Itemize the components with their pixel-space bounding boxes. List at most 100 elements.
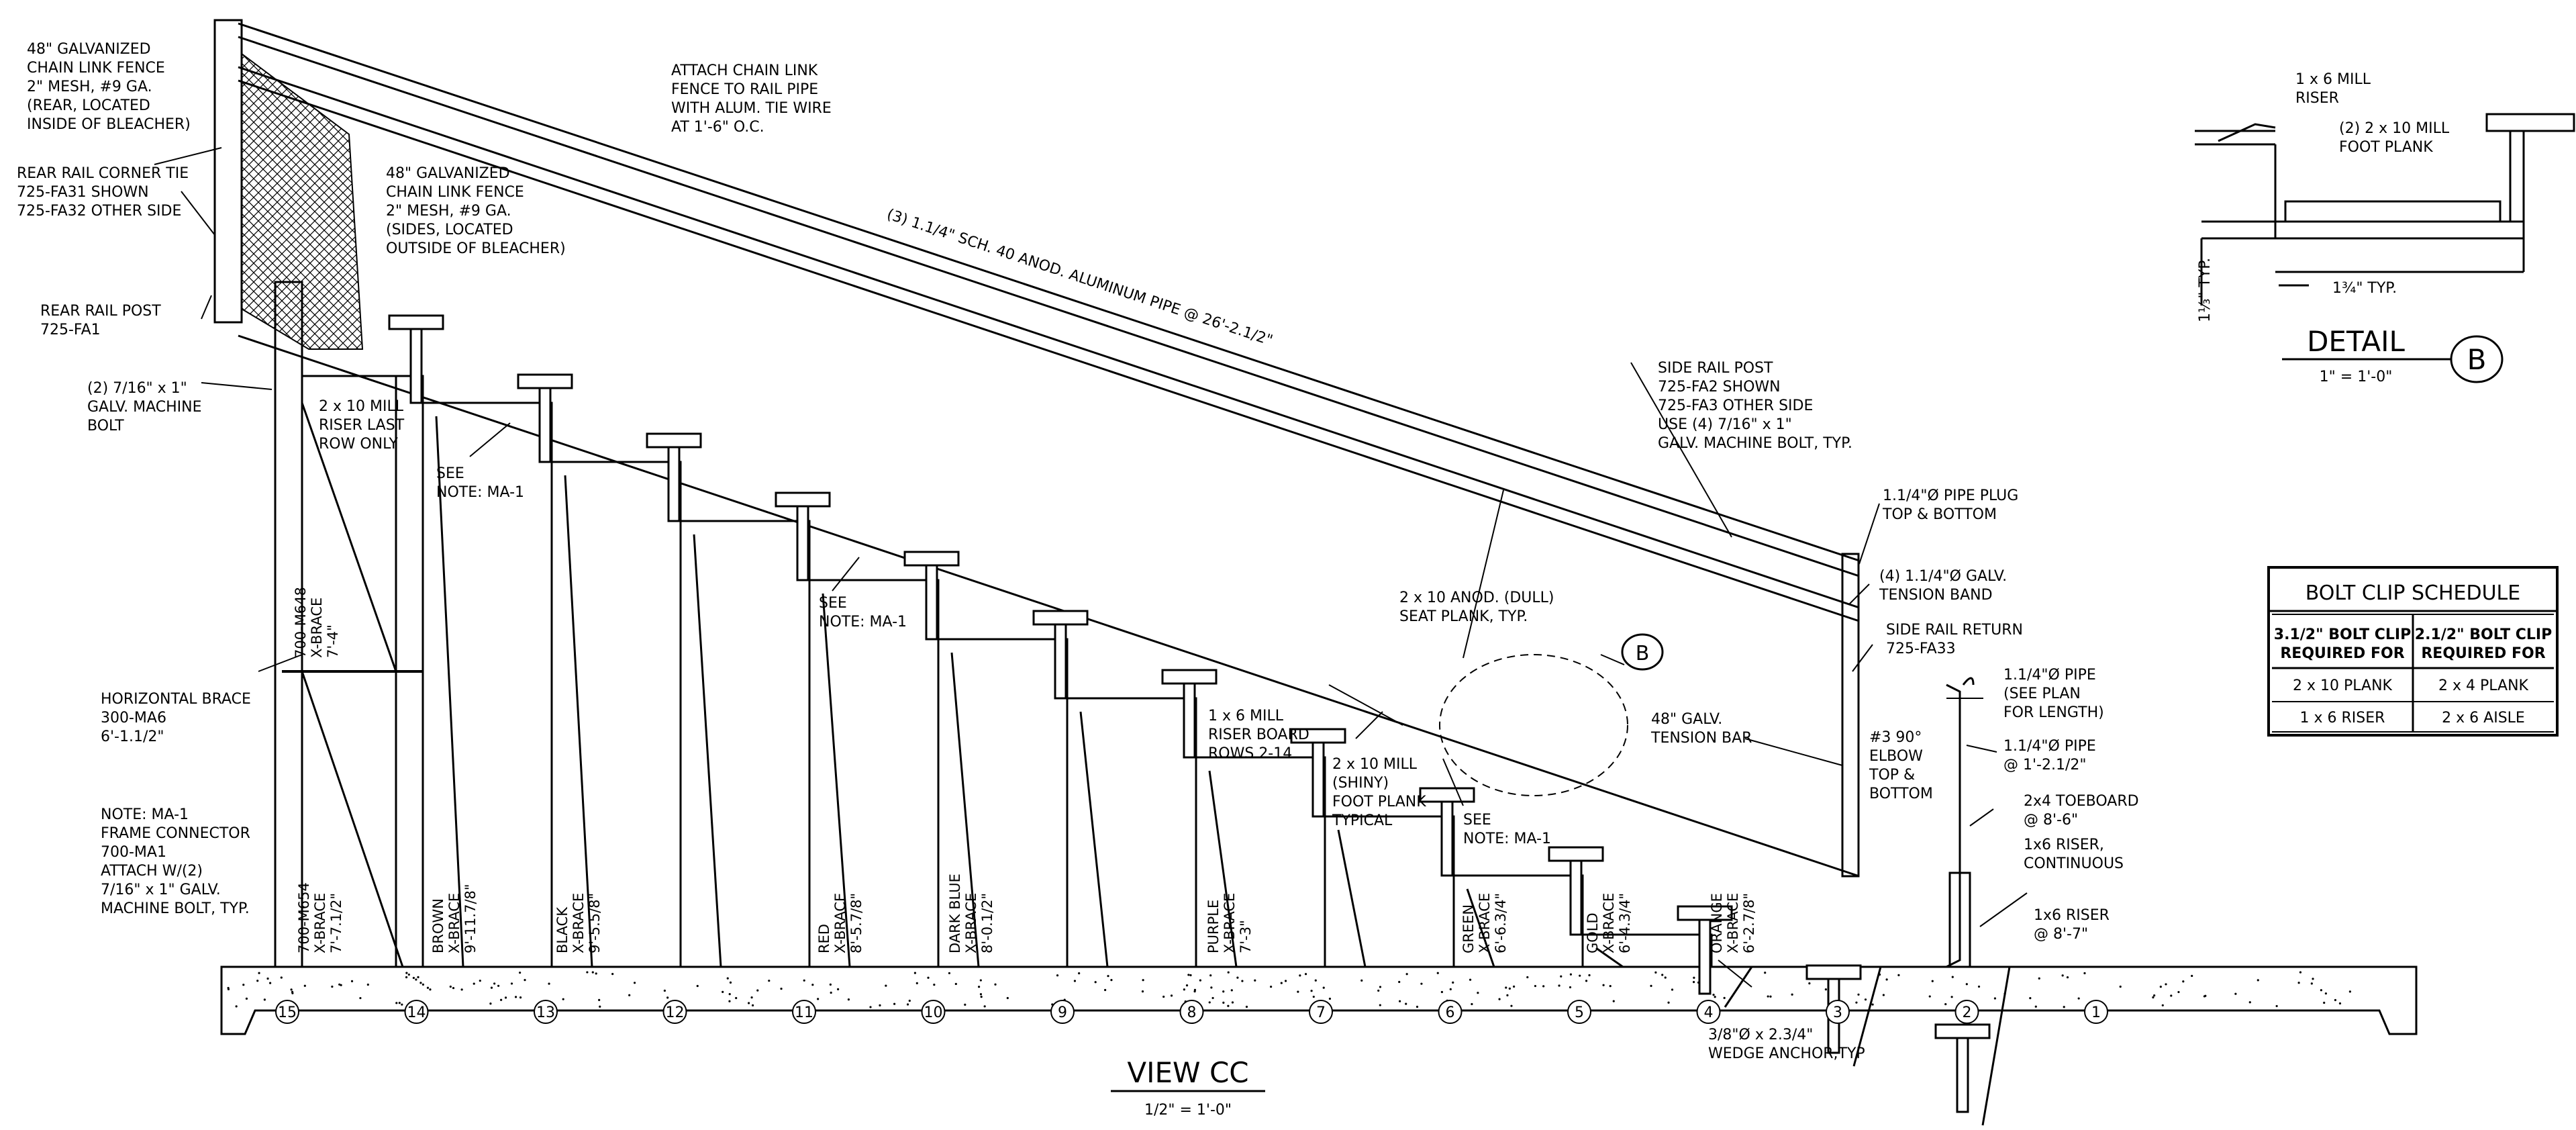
row-marker-13 [534, 1000, 558, 1024]
row-markers: 15 14 13 12 11 10 9 8 7 6 5 4 3 2 1 [275, 1000, 2108, 1024]
brace-label: ORANGEX-BRACE6'-2.7/8" [1709, 893, 1757, 953]
row-number: 13 [536, 1004, 555, 1021]
detail-callout-circle [1439, 654, 1628, 796]
row-marker-4 [1696, 1000, 1721, 1024]
note-toeboard: 2x4 TOEBOARD@ 8'-6" [2024, 793, 2139, 829]
detail-typ-vert: 1⅓" TYP. [2197, 258, 2214, 322]
row-marker-6 [1438, 1000, 1463, 1024]
row-marker-14 [404, 1000, 429, 1024]
row-marker-15 [275, 1000, 299, 1024]
row-marker-5 [1567, 1000, 1591, 1024]
svg-text:B: B [1636, 642, 1650, 665]
slab-texture [227, 971, 2351, 1008]
row-number: 12 [666, 1004, 685, 1021]
note-riser-cont: 1x6 RISER,CONTINUOUS [2024, 837, 2124, 872]
brace-label: 700-M654X-BRACE7'-7.1/2" [296, 882, 344, 953]
brace-label: DARK BLUEX-BRACE8'-0.1/2" [947, 874, 995, 953]
row-number: 8 [1187, 1004, 1197, 1021]
leader-lines [154, 147, 2028, 988]
rail-pipe-label: (3) 1.1/4" SCH. 40 ANOD. ALUMINUM PIPE @… [885, 206, 1275, 349]
row-number: 15 [278, 1004, 297, 1021]
guard-rails [238, 22, 1860, 878]
seat-pedestals [388, 314, 1991, 1113]
brace-label: GREENX-BRACE6'-6.3/4" [1460, 893, 1509, 953]
brace-label: PURPLEX-BRACE7'-3" [1205, 893, 1254, 953]
row-marker-3 [1826, 1000, 1850, 1024]
note-riser-8: 1x6 RISER@ 8'-7" [2034, 907, 2110, 943]
row-marker-9 [1050, 1000, 1075, 1024]
view-title: VIEW CC [1127, 1056, 1248, 1089]
schedule-r1c2: 2 x 4 PLANK [2438, 677, 2529, 694]
row-number: 14 [407, 1004, 426, 1021]
row-marker-2 [1954, 1000, 1979, 1024]
schedule-r2c2: 2 x 6 AISLE [2442, 710, 2525, 726]
brace-label: REDX-BRACE8'-5.7/8" [816, 893, 864, 953]
view-scale: 1/2" = 1'-0" [1144, 1102, 1232, 1119]
row-number: 1 [2091, 1004, 2101, 1021]
schedule-r2c1: 1 x 6 RISER [2300, 710, 2385, 726]
row-number: 4 [1704, 1004, 1714, 1021]
rear-fence [213, 19, 364, 350]
view-title-block: VIEW CC 1/2" = 1'-0" [1111, 1056, 1265, 1119]
brace-label: BLACKX-BRACE9'-5.5/8" [554, 893, 603, 953]
svg-text:B: B [2467, 343, 2487, 376]
detail-title: DETAIL [2307, 325, 2405, 358]
row-marker-11 [792, 1000, 816, 1024]
brace-label: GOLDX-BRACE6'-4.3/4" [1585, 893, 1633, 953]
row-marker-8 [1179, 1000, 1204, 1024]
bleacher-steps [422, 402, 2011, 1126]
detail-typ-horiz: 1¾" TYP. [2332, 280, 2397, 297]
side-rail-return [1841, 553, 1975, 968]
note-seat-plank: 2 x 10 ANOD. (DULL)SEAT PLANK, TYP. [1399, 590, 1554, 625]
schedule-title: BOLT CLIP SCHEDULE [2306, 581, 2520, 605]
row-number: 3 [1833, 1004, 1842, 1021]
row-number: 11 [795, 1004, 813, 1021]
concrete-slab [220, 966, 2418, 1035]
note-wedge: 3/8"Ø x 2.3/4"WEDGE ANCHOR,TYP [1708, 1027, 1865, 1062]
row-number: 5 [1575, 1004, 1584, 1021]
row-marker-1 [2084, 1000, 2108, 1024]
row-number: 7 [1316, 1004, 1326, 1021]
note-pipe-spacing: 1.1/4"Ø PIPE@ 1'-2.1/2" [2003, 738, 2096, 773]
detail-marker-b: B [1600, 633, 1664, 671]
row-number: 2 [1963, 1004, 1972, 1021]
note-tension-bar: 48" GALV.TENSION BAR [1650, 711, 1752, 747]
row-number: 10 [924, 1004, 943, 1021]
detail-scale: 1" = 1'-0" [2320, 369, 2393, 385]
row-marker-12 [662, 1000, 687, 1024]
brace-labels: 700-M654X-BRACE7'-7.1/2" BROWNX-BRACE9'-1… [293, 587, 1757, 953]
row-number: 9 [1058, 1004, 1067, 1021]
brace-label: BROWNX-BRACE9'-11.7/8" [430, 884, 479, 953]
schedule-r1c1: 2 x 10 PLANK [2293, 677, 2393, 694]
row-number: 6 [1446, 1004, 1455, 1021]
note-tension-band: (4) 1.1/4"Ø GALV.TENSION BAND [1879, 568, 2007, 604]
row-marker-7 [1309, 1000, 1333, 1024]
brace-label: 700-M648X-BRACE7'-4" [293, 587, 341, 658]
